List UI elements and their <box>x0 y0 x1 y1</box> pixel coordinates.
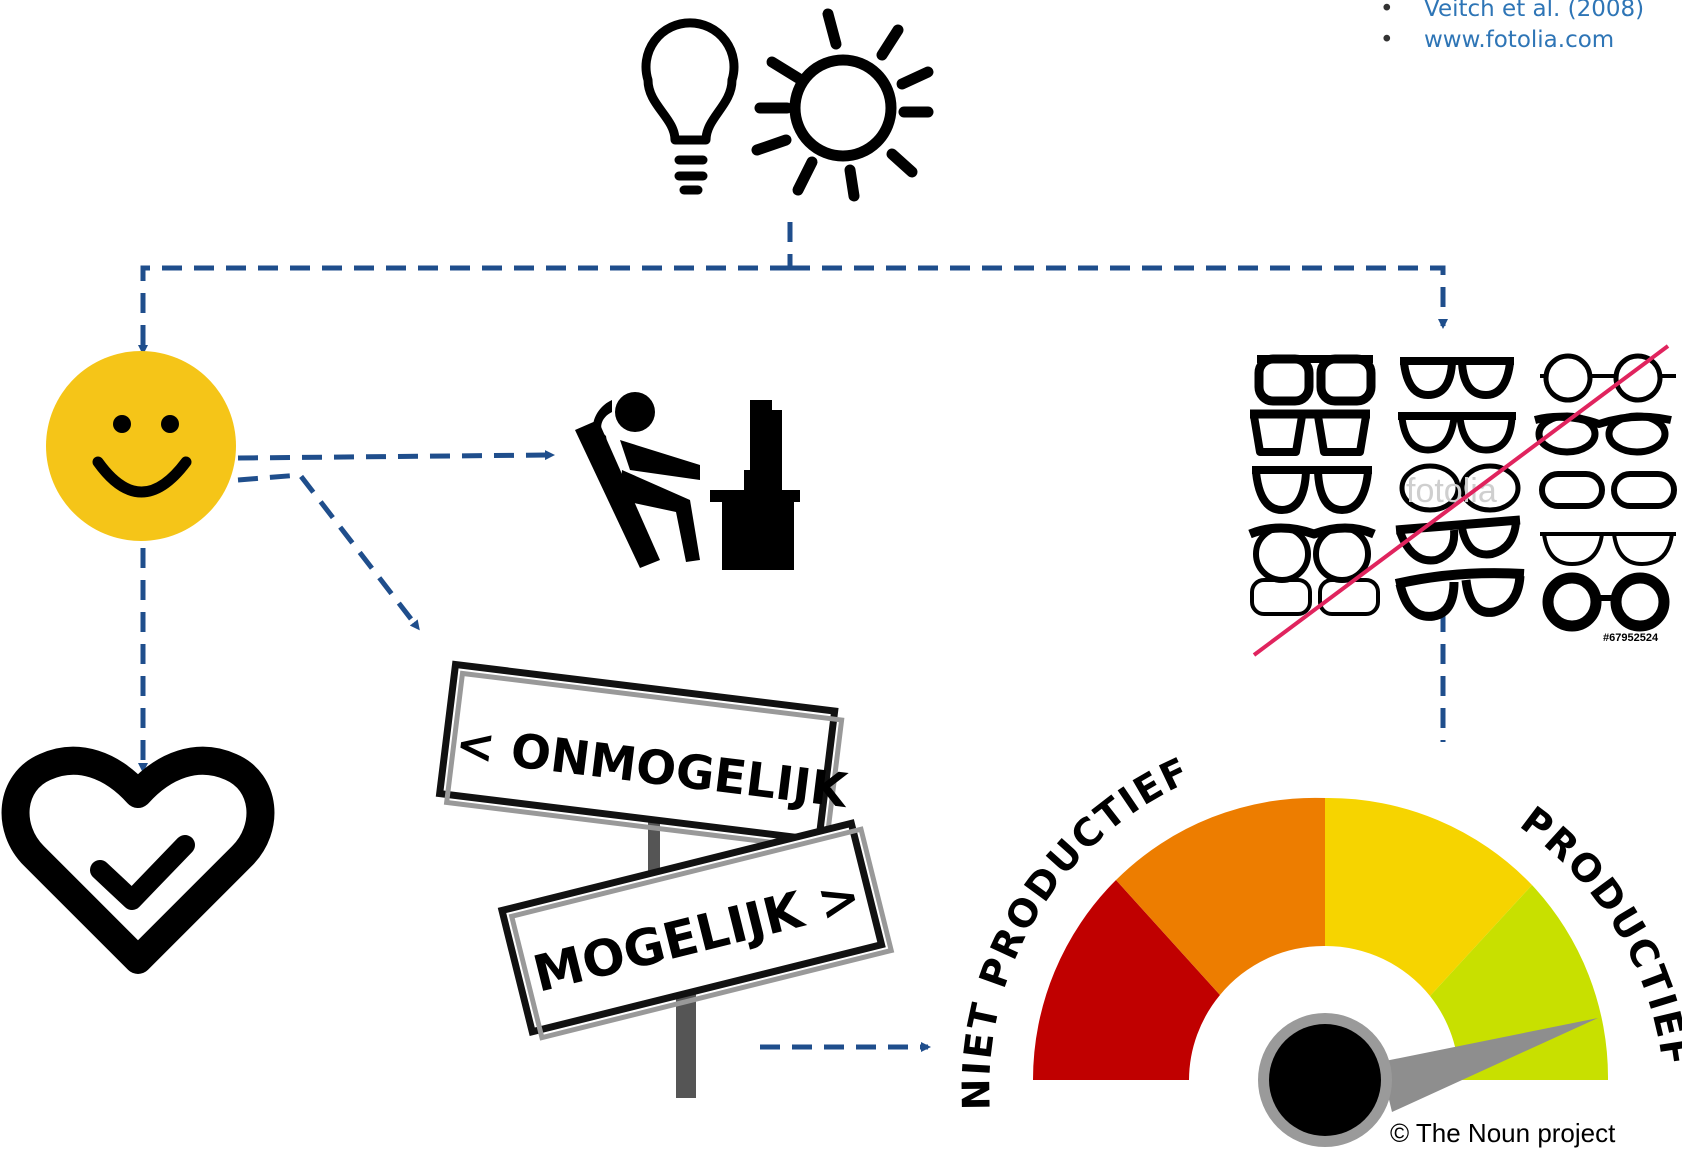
connector-lines <box>138 222 1448 1052</box>
glasses-icon: fotolia #67952524 <box>1248 353 1677 644</box>
reference-item: Veitch et al. (2008) <box>1380 0 1644 25</box>
heart-check-icon <box>1 746 275 974</box>
stock-id: #67952524 <box>1603 632 1659 644</box>
watermark-text: fotolia <box>1406 472 1497 510</box>
strike-line <box>1252 344 1670 657</box>
reference-text: www.fotolia.com <box>1424 27 1615 53</box>
lightbulb-icon <box>641 18 739 195</box>
connector-line <box>237 450 555 461</box>
reference-item: www.fotolia.com <box>1380 25 1644 56</box>
road-sign-icon: < ONMOGELIJK MOGELIJK > <box>435 660 895 1098</box>
relaxed-worker-icon <box>575 392 800 570</box>
smiley-icon <box>46 351 236 541</box>
connector-line <box>138 265 790 355</box>
speedometer-icon: NIET PRODUCTIEF PRODUCTIEF <box>954 748 1682 1147</box>
reference-text: Veitch et al. (2008) <box>1424 0 1645 22</box>
reference-list: Veitch et al. (2008) www.fotolia.com <box>1380 0 1644 56</box>
sun-icon <box>751 8 934 202</box>
connector-line <box>237 472 420 631</box>
copyright-notice: © The Noun project <box>1390 1118 1616 1148</box>
connector-line <box>790 265 1448 329</box>
